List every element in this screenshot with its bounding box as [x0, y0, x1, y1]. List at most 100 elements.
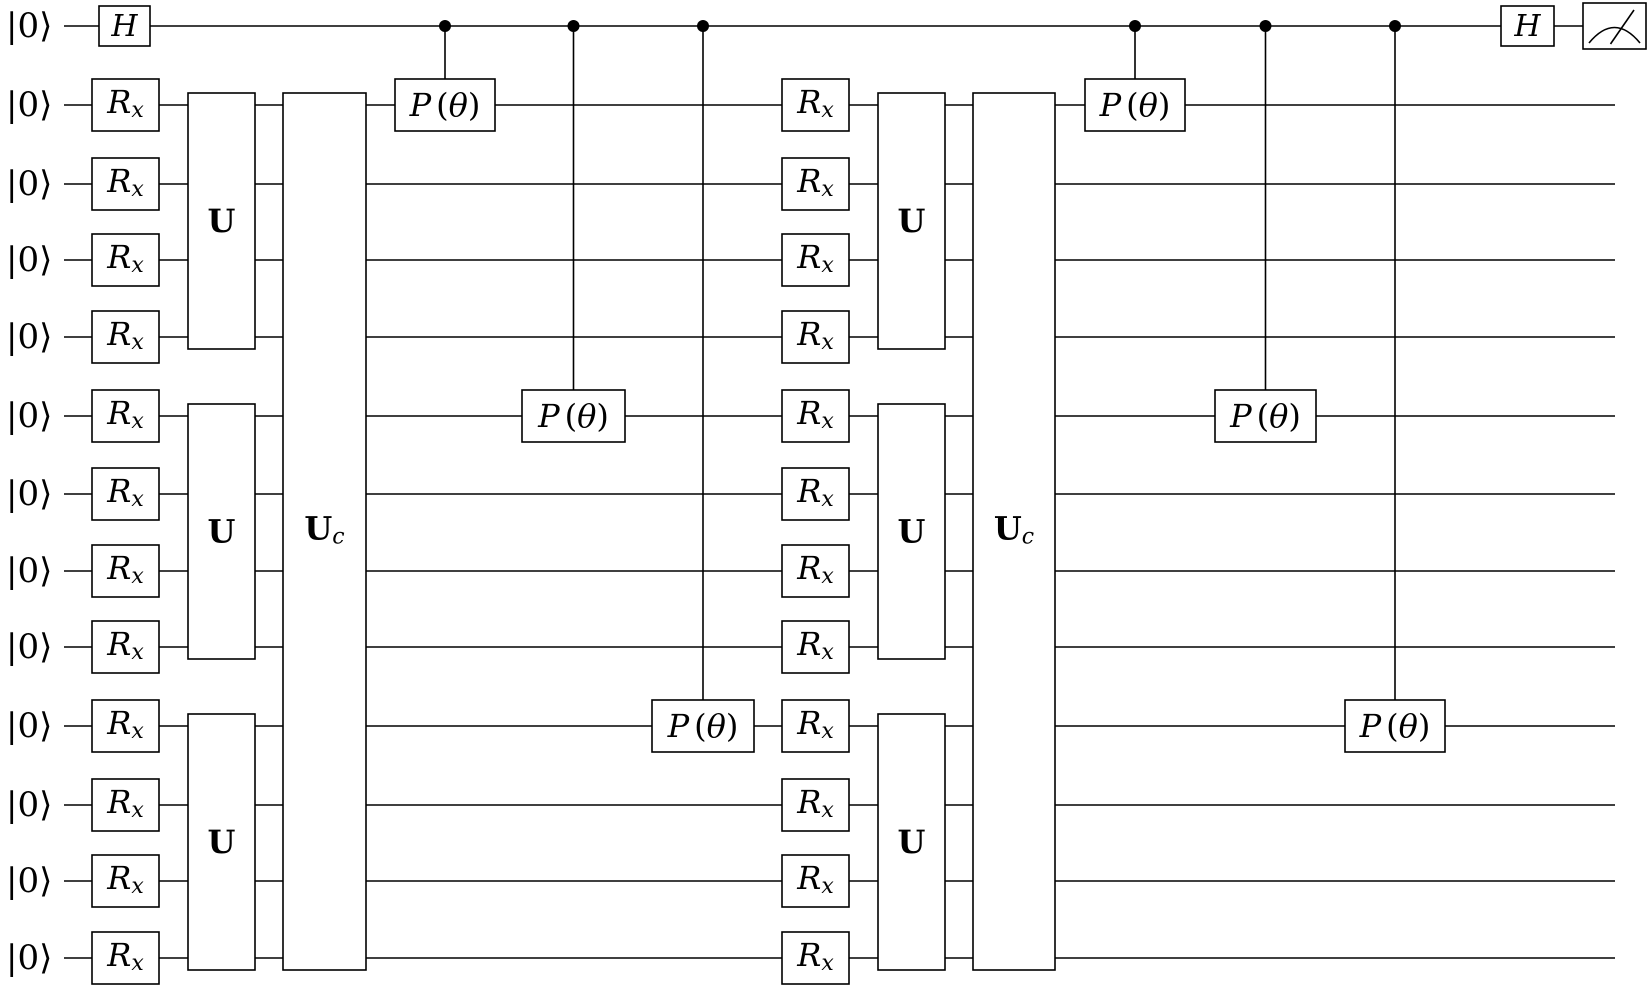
combined-unitary-block: Uc: [282, 92, 367, 971]
hadamard-gate-label: H: [110, 9, 138, 44]
rx-gate-label: Rx: [796, 162, 834, 202]
control-dot-icon: [439, 20, 451, 32]
rx-gate-label: Rx: [796, 936, 834, 976]
qubit-label: |0⟩: [6, 240, 52, 280]
qubit-label: |0⟩: [6, 551, 52, 591]
rx-gate: Rx: [781, 389, 850, 443]
hadamard-gate-label: H: [1513, 9, 1541, 44]
rx-gate: Rx: [781, 233, 850, 287]
combined-unitary-label: Uc: [994, 510, 1034, 550]
measurement-meter-icon: [1582, 2, 1647, 50]
controlled-phase-gate: P(θ): [1344, 20, 1446, 753]
rx-gate: Rx: [91, 778, 160, 832]
qubit-label: |0⟩: [6, 396, 52, 436]
controlled-phase-gate: P(θ): [1084, 20, 1186, 132]
rx-gate: Rx: [781, 467, 850, 521]
rx-gate: Rx: [91, 157, 160, 211]
unitary-block: U: [877, 92, 946, 350]
rx-gate-label: Rx: [796, 394, 834, 434]
phase-gate-label: P(θ): [1229, 397, 1301, 435]
control-dot-icon: [697, 20, 709, 32]
phase-gate-label: P(θ): [409, 86, 481, 124]
rx-gate-label: Rx: [796, 859, 834, 899]
rx-gate: Rx: [91, 854, 160, 908]
controlled-phase-gate: P(θ): [521, 20, 626, 443]
combined-unitary-block: Uc: [972, 92, 1056, 971]
unitary-block-label: U: [898, 202, 926, 240]
qubit-label: |0⟩: [6, 627, 52, 667]
qubit-label: |0⟩: [6, 785, 52, 825]
unitary-block: U: [877, 403, 946, 660]
unitary-block-label: U: [208, 202, 236, 240]
qubit-label: |0⟩: [6, 861, 52, 901]
phase-gate-label: P(θ): [667, 707, 739, 745]
rx-gate-label: Rx: [796, 472, 834, 512]
rx-gate: Rx: [781, 699, 850, 753]
unitary-block-label: U: [208, 513, 236, 551]
rx-gate: Rx: [781, 157, 850, 211]
qubit-label: |0⟩: [6, 6, 52, 46]
rx-gate-label: Rx: [796, 704, 834, 744]
phase-gate-label: P(θ): [537, 397, 609, 435]
unitary-block: U: [877, 713, 946, 971]
hadamard-gate: H: [1500, 5, 1555, 47]
rx-gate-label: Rx: [796, 83, 834, 123]
control-dot-icon: [567, 20, 580, 32]
rx-gate-label: Rx: [106, 315, 144, 355]
controlled-phase-gate: P(θ): [394, 20, 496, 132]
rx-gate: Rx: [91, 699, 160, 753]
qubit-label: |0⟩: [6, 164, 52, 204]
rx-gate-label: Rx: [796, 315, 834, 355]
rx-gate-label: Rx: [106, 704, 144, 744]
rx-gate-label: Rx: [106, 936, 144, 976]
rx-gate-label: Rx: [106, 625, 144, 665]
rx-gate: Rx: [781, 931, 850, 985]
rx-gate-label: Rx: [106, 859, 144, 899]
rx-gate: Rx: [91, 310, 160, 364]
unitary-block: U: [187, 92, 256, 350]
rx-gate-label: Rx: [796, 238, 834, 278]
rx-gate: Rx: [781, 78, 850, 132]
rx-gate: Rx: [781, 854, 850, 908]
qubit-label: |0⟩: [6, 938, 52, 978]
rx-gate-label: Rx: [106, 472, 144, 512]
rx-gate: Rx: [91, 931, 160, 985]
rx-gate: Rx: [781, 544, 850, 598]
qubit-label: |0⟩: [6, 317, 52, 357]
controlled-phase-gate: P(θ): [1214, 20, 1317, 443]
rx-gate: Rx: [781, 620, 850, 674]
controlled-phase-gate: P(θ): [651, 20, 755, 753]
rx-gate-label: Rx: [106, 783, 144, 823]
rx-gate: Rx: [91, 620, 160, 674]
control-dot-icon: [1259, 20, 1272, 32]
unitary-block: U: [187, 713, 256, 971]
unitary-block-label: U: [898, 823, 926, 861]
rx-gate-label: Rx: [106, 83, 144, 123]
hadamard-gate: H: [98, 5, 151, 47]
rx-gate-label: Rx: [106, 394, 144, 434]
unitary-block-label: U: [898, 513, 926, 551]
control-dot-icon: [1129, 20, 1141, 32]
phase-gate-label: P(θ): [1359, 707, 1431, 745]
rx-gate: Rx: [91, 389, 160, 443]
rx-gate: Rx: [781, 310, 850, 364]
rx-gate-label: Rx: [106, 549, 144, 589]
rx-gate-label: Rx: [106, 162, 144, 202]
unitary-block-label: U: [208, 823, 236, 861]
qubit-label: |0⟩: [6, 85, 52, 125]
combined-unitary-label: Uc: [304, 510, 344, 550]
rx-gate: Rx: [91, 78, 160, 132]
rx-gate-label: Rx: [106, 238, 144, 278]
qubit-label: |0⟩: [6, 706, 52, 746]
rx-gate: Rx: [91, 544, 160, 598]
phase-gate-label: P(θ): [1099, 86, 1171, 124]
rx-gate-label: Rx: [796, 549, 834, 589]
rx-gate-label: Rx: [796, 783, 834, 823]
qubit-label: |0⟩: [6, 474, 52, 514]
qubit-labels: |0⟩ |0⟩ |0⟩ |0⟩ |0⟩ |0⟩ |0⟩ |0⟩ |0⟩ |0⟩ |0⟩ |0⟩ |0⟩: [6, 6, 52, 978]
rx-gate: Rx: [91, 233, 160, 287]
rx-gate: Rx: [91, 467, 160, 521]
unitary-block: U: [187, 403, 256, 660]
